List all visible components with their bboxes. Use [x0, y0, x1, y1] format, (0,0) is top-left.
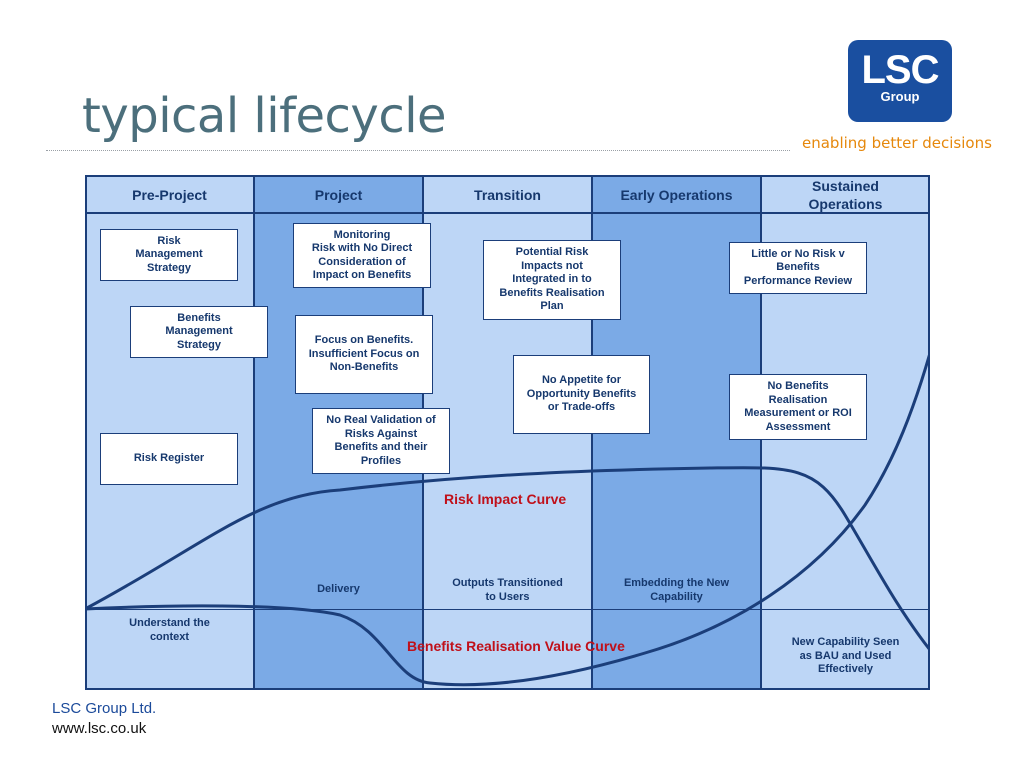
phase-transition: Transition — [474, 186, 541, 203]
risk-register-box: Risk Register — [100, 433, 238, 485]
footer-company: LSC Group Ltd. — [52, 700, 157, 717]
baseline-divider — [85, 609, 930, 610]
focus-on-benefits-box: Focus on Benefits. Insufficient Focus on… — [295, 315, 433, 394]
risk-impact-curve-label: Risk Impact Curve — [444, 491, 567, 507]
tagline: enabling better decisions — [802, 134, 992, 152]
lifecycle-diagram: Pre-Project Project Transition Early Ope… — [85, 175, 930, 690]
logo-main-text: LSC — [861, 48, 940, 92]
phase-project: Project — [314, 186, 363, 203]
logo-sub-text: Group — [880, 89, 920, 104]
benefits-value-curve — [85, 352, 930, 687]
no-real-validation-box: No Real Validation of Risks Against Bene… — [312, 408, 450, 474]
lifecycle-curves — [85, 352, 930, 687]
risk-management-strategy-box: Risk Management Strategy — [100, 229, 238, 281]
potential-risk-impacts-box: Potential Risk Impacts not Integrated in… — [483, 240, 621, 320]
outputs-transitioned-label: Outputs Transitioned to Users — [452, 577, 563, 603]
phase-header-row — [85, 175, 930, 214]
risk-impact-curve — [85, 466, 930, 651]
no-benefits-realisation-box: No Benefits Realisation Measurement or R… — [729, 374, 867, 440]
little-or-no-risk-box: Little or No Risk v Benefits Performance… — [729, 242, 867, 294]
phase-sustained-operations: Sustained Operations — [808, 177, 883, 212]
delivery-label: Delivery — [317, 583, 360, 595]
benefits-management-strategy-box: Benefits Management Strategy — [130, 306, 268, 358]
new-capability-label: New Capability Seen as BAU and Used Effe… — [791, 636, 900, 675]
understand-context-label: Understand the context — [129, 617, 210, 643]
title-divider — [46, 150, 790, 151]
footer-url: www.lsc.co.uk — [52, 720, 147, 737]
no-appetite-box: No Appetite for Opportunity Benefits or … — [513, 355, 650, 434]
phase-pre-project: Pre-Project — [132, 186, 207, 203]
lsc-logo: LSC Group — [848, 40, 952, 122]
benefits-value-curve-label: Benefits Realisation Value Curve — [407, 638, 625, 654]
phase-early-operations: Early Operations — [620, 186, 733, 203]
monitoring-risk-box: Monitoring Risk with No Direct Considera… — [293, 223, 431, 288]
page-title: typical lifecycle — [82, 88, 447, 144]
column-divider — [253, 175, 255, 690]
embedding-capability-label: Embedding the New Capability — [623, 577, 730, 603]
